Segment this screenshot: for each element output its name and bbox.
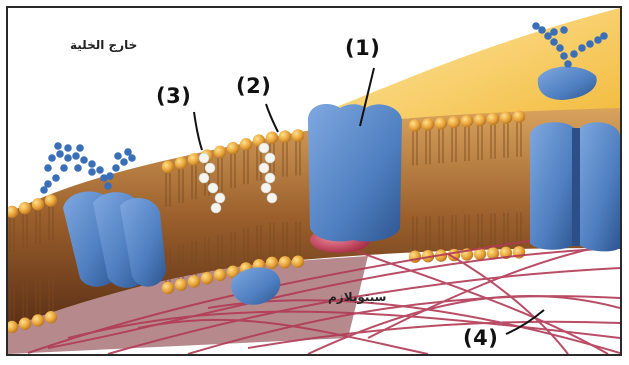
- sugar-unit: [76, 144, 84, 152]
- sugar-unit: [56, 150, 64, 158]
- label-3: (3): [156, 84, 191, 108]
- sugar-unit: [550, 28, 558, 36]
- sugar-unit: [124, 148, 132, 156]
- diagram-frame: خارج الخلية سيتوبلازم (1) (2) (3) (4): [6, 6, 622, 356]
- sugar-unit: [586, 40, 594, 48]
- sugar-unit: [532, 22, 540, 30]
- protein-1: [308, 104, 402, 242]
- inner-head: [188, 275, 200, 287]
- outer-head: [227, 142, 239, 154]
- sugar-unit: [64, 144, 72, 152]
- sugar-unit: [112, 164, 120, 172]
- right-channel-protein: [530, 122, 620, 251]
- sugar-unit: [564, 60, 572, 68]
- sugar-unit: [64, 154, 72, 162]
- sugar-unit: [570, 50, 578, 58]
- inner-head: [32, 314, 44, 326]
- inner-head: [292, 256, 304, 268]
- outer-head: [266, 131, 278, 143]
- outer-head: [422, 118, 434, 130]
- sugar-unit: [72, 152, 80, 160]
- outer-head: [240, 138, 252, 150]
- outer-head: [188, 153, 200, 165]
- sugar-unit: [48, 154, 56, 162]
- sugar-unit: [560, 26, 568, 34]
- outer-head: [45, 194, 57, 206]
- sugar-unit: [556, 44, 564, 52]
- sugar-unit: [114, 152, 122, 160]
- outside-cell-label: خارج الخلية: [70, 38, 137, 52]
- outer-head: [500, 112, 512, 124]
- outer-head: [214, 146, 226, 158]
- cytoplasm-label: سيتوبلازم: [328, 290, 386, 304]
- leader-2: [266, 104, 278, 132]
- outer-head: [19, 202, 31, 214]
- sugar-unit: [88, 160, 96, 168]
- inner-head: [162, 282, 174, 294]
- sugar-unit: [120, 158, 128, 166]
- inner-head: [266, 257, 278, 269]
- sugar-unit: [80, 156, 88, 164]
- inner-head: [19, 318, 31, 330]
- sugar-unit: [96, 166, 104, 174]
- sugar-unit: [550, 38, 558, 46]
- leader-3: [194, 112, 202, 150]
- sugar-unit: [54, 142, 62, 150]
- inner-head: [279, 256, 291, 268]
- outer-head: [279, 130, 291, 142]
- inner-head: [214, 269, 226, 281]
- outer-head: [435, 117, 447, 129]
- sugar-unit: [560, 52, 568, 60]
- outer-head: [448, 116, 460, 128]
- inner-head: [175, 279, 187, 291]
- label-4: (4): [463, 326, 498, 350]
- sugar-unit: [60, 164, 68, 172]
- sugar-unit: [74, 164, 82, 172]
- label-2: (2): [236, 74, 271, 98]
- sugar-unit: [104, 182, 112, 190]
- outer-head: [513, 110, 525, 122]
- label-1: (1): [345, 36, 380, 60]
- sugar-unit: [578, 44, 586, 52]
- sugar-unit: [106, 172, 114, 180]
- outer-head: [461, 115, 473, 127]
- sugar-unit: [600, 32, 608, 40]
- inner-head: [201, 272, 213, 284]
- outer-head: [487, 113, 499, 125]
- outer-head: [409, 119, 421, 131]
- sugar-unit: [44, 164, 52, 172]
- sugar-unit: [40, 186, 48, 194]
- membrane-illustration: [8, 8, 620, 354]
- outer-head: [32, 198, 44, 210]
- inner-head: [45, 311, 57, 323]
- outer-head: [162, 161, 174, 173]
- outer-head: [474, 114, 486, 126]
- outer-head: [175, 157, 187, 169]
- sugar-unit: [88, 168, 96, 176]
- outer-head: [292, 129, 304, 141]
- sugar-unit: [52, 174, 60, 182]
